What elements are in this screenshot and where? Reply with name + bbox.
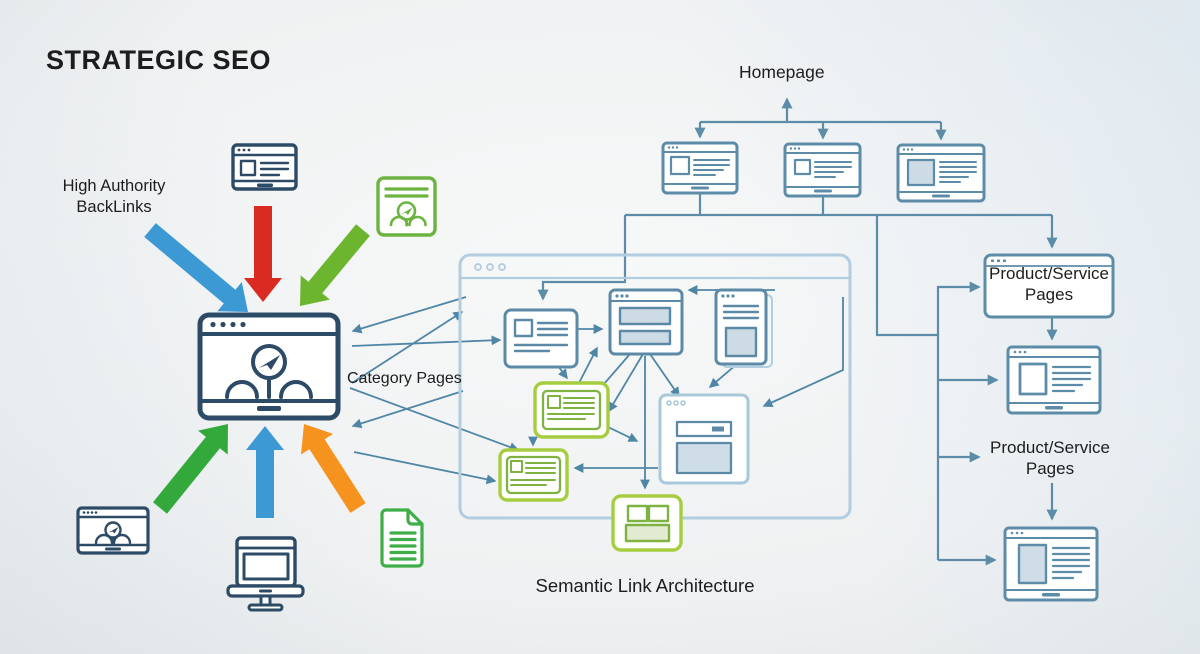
backlink-arrow-orange-bottomright	[301, 424, 366, 513]
category-page-thumb-blue	[503, 308, 579, 369]
page-thumb-green-layout	[611, 494, 683, 552]
homepage-child-page-3	[896, 143, 986, 203]
product-page-thumb-1	[1006, 345, 1102, 415]
product-service-text-line2: Pages	[1025, 459, 1075, 479]
backlink-arrow-blue-topleft	[144, 223, 248, 312]
authority-badge-icon	[376, 176, 437, 237]
product-service-box-line2: Pages	[1024, 285, 1074, 305]
product-service-text-label: Product/Service Pages	[985, 437, 1115, 480]
window-dots-icon	[474, 263, 506, 271]
product-service-box-line1: Product/Service	[989, 264, 1109, 283]
page-thumb-browser-light	[658, 393, 750, 485]
product-service-pages-box	[983, 253, 1115, 319]
category-link-mesh	[349, 296, 520, 485]
high-authority-backlinks-label: High Authority BackLinks	[38, 176, 190, 217]
product-page-thumb-2	[1003, 526, 1099, 602]
sitelink-compass-glyph-small	[389, 201, 427, 227]
product-service-text-line1: Product/Service	[990, 438, 1110, 457]
high-authority-line1: High Authority	[62, 177, 166, 195]
category-pages-label: Category Pages	[347, 370, 462, 387]
product-service-box-label: Product/Service Pages	[988, 263, 1110, 306]
backlink-arrow-red-top	[244, 206, 282, 302]
category-page-thumb-green-2	[498, 448, 569, 502]
site-tree-connectors	[537, 97, 1058, 566]
backlink-arrow-green-topright	[300, 224, 370, 306]
backlink-arrow-green-bottomleft	[153, 424, 228, 514]
monitor-icon	[226, 536, 305, 612]
page-thumb-browser-bars	[608, 288, 684, 356]
semantic-link-architecture-label: Semantic Link Architecture	[535, 575, 755, 596]
page-title: STRATEGIC SEO	[46, 45, 272, 75]
backlink-arrow-blue-bottom	[246, 426, 284, 518]
backlink-site-icon-top	[231, 143, 298, 191]
high-authority-line2: BackLinks	[76, 197, 152, 216]
content-document-icon	[380, 508, 424, 568]
central-website-icon	[197, 312, 341, 421]
homepage-label: Homepage	[739, 62, 825, 82]
category-page-thumb-green-1	[533, 381, 610, 439]
backlink-arrows	[144, 206, 370, 518]
homepage-child-page-2	[783, 142, 862, 198]
sitelink-compass-glyph	[225, 344, 313, 399]
page-thumb-narrow	[714, 288, 773, 368]
backlink-site-icon-bottomleft	[76, 506, 150, 555]
homepage-child-page-1	[661, 141, 739, 195]
